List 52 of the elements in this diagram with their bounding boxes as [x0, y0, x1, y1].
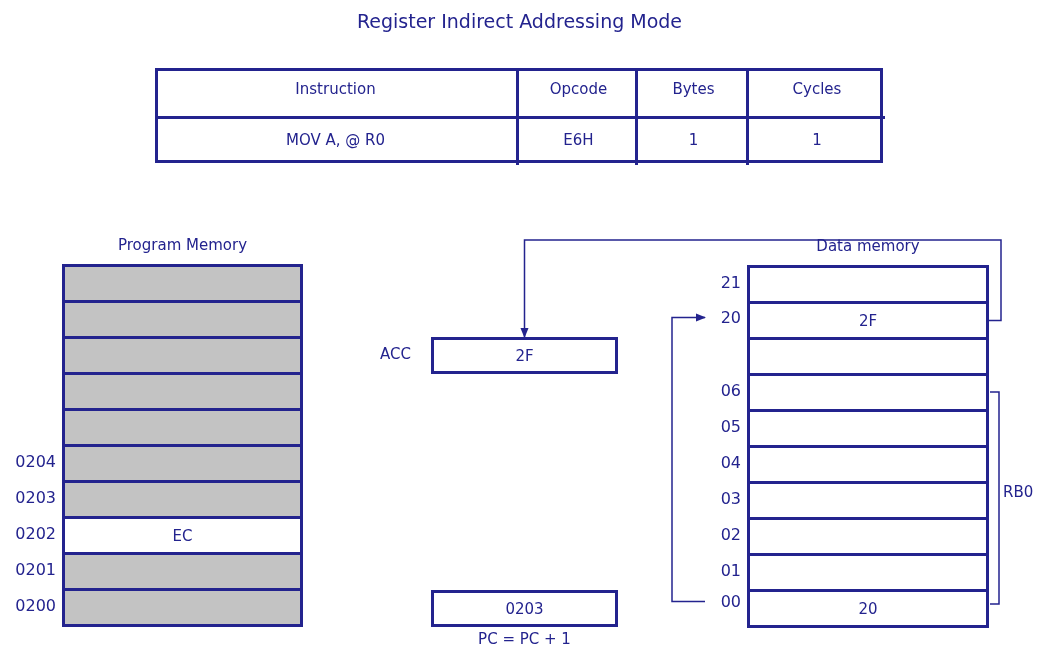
memory-cell — [747, 517, 989, 556]
memory-cell — [747, 481, 989, 520]
memory-cell — [62, 372, 303, 411]
arrow — [671, 313, 707, 603]
address-label: 21 — [719, 273, 741, 292]
accumulator-box: 2F — [431, 337, 618, 374]
memory-cell — [62, 552, 303, 591]
program-counter-box: 0203 — [431, 590, 618, 627]
address-label: 0204 — [14, 452, 56, 471]
address-label: 0201 — [14, 560, 56, 579]
memory-cell: 2F — [747, 301, 989, 340]
memory-cell — [62, 300, 303, 339]
address-label: 02 — [719, 525, 741, 544]
table-cell-text: 1 — [687, 131, 700, 149]
address-label: 03 — [719, 489, 741, 508]
memory-cell — [747, 445, 989, 484]
memory-cell — [62, 408, 303, 447]
memory-cell: EC — [62, 516, 303, 555]
memory-heading: Data memory — [815, 237, 921, 255]
register-label: PC = PC + 1 — [477, 630, 572, 648]
address-label: 0200 — [14, 596, 56, 615]
memory-cell — [62, 444, 303, 483]
address-label: 0202 — [14, 524, 56, 543]
column-header: Bytes — [671, 80, 716, 98]
register-bank-label: RB0 — [1003, 483, 1034, 501]
memory-heading: Program Memory — [116, 236, 249, 254]
memory-cell: 20 — [747, 589, 989, 628]
address-label: 05 — [719, 417, 741, 436]
memory-cell — [62, 336, 303, 375]
memory-cell — [747, 265, 989, 304]
register-label: ACC — [380, 345, 412, 363]
address-label: 04 — [719, 453, 741, 472]
memory-cell — [747, 337, 989, 376]
address-label: 01 — [719, 561, 741, 580]
column-header: Opcode — [548, 80, 609, 98]
address-label: 06 — [719, 381, 741, 400]
table-cell-text: E6H — [562, 131, 595, 149]
column-header: Cycles — [791, 80, 843, 98]
memory-cell — [62, 264, 303, 303]
address-label: 20 — [703, 308, 741, 327]
column-header: Instruction — [294, 80, 377, 98]
arrow — [520, 239, 1002, 339]
memory-cell — [62, 480, 303, 519]
memory-cell — [747, 409, 989, 448]
table-cell-text: MOV A, @ R0 — [284, 131, 386, 149]
memory-cell — [62, 588, 303, 627]
address-label: 00 — [703, 592, 741, 611]
diagram-title: Register Indirect Addressing Mode — [355, 10, 684, 32]
address-label: 0203 — [14, 488, 56, 507]
memory-cell — [747, 553, 989, 592]
table-cell-text: 1 — [811, 131, 823, 149]
memory-cell — [747, 373, 989, 412]
